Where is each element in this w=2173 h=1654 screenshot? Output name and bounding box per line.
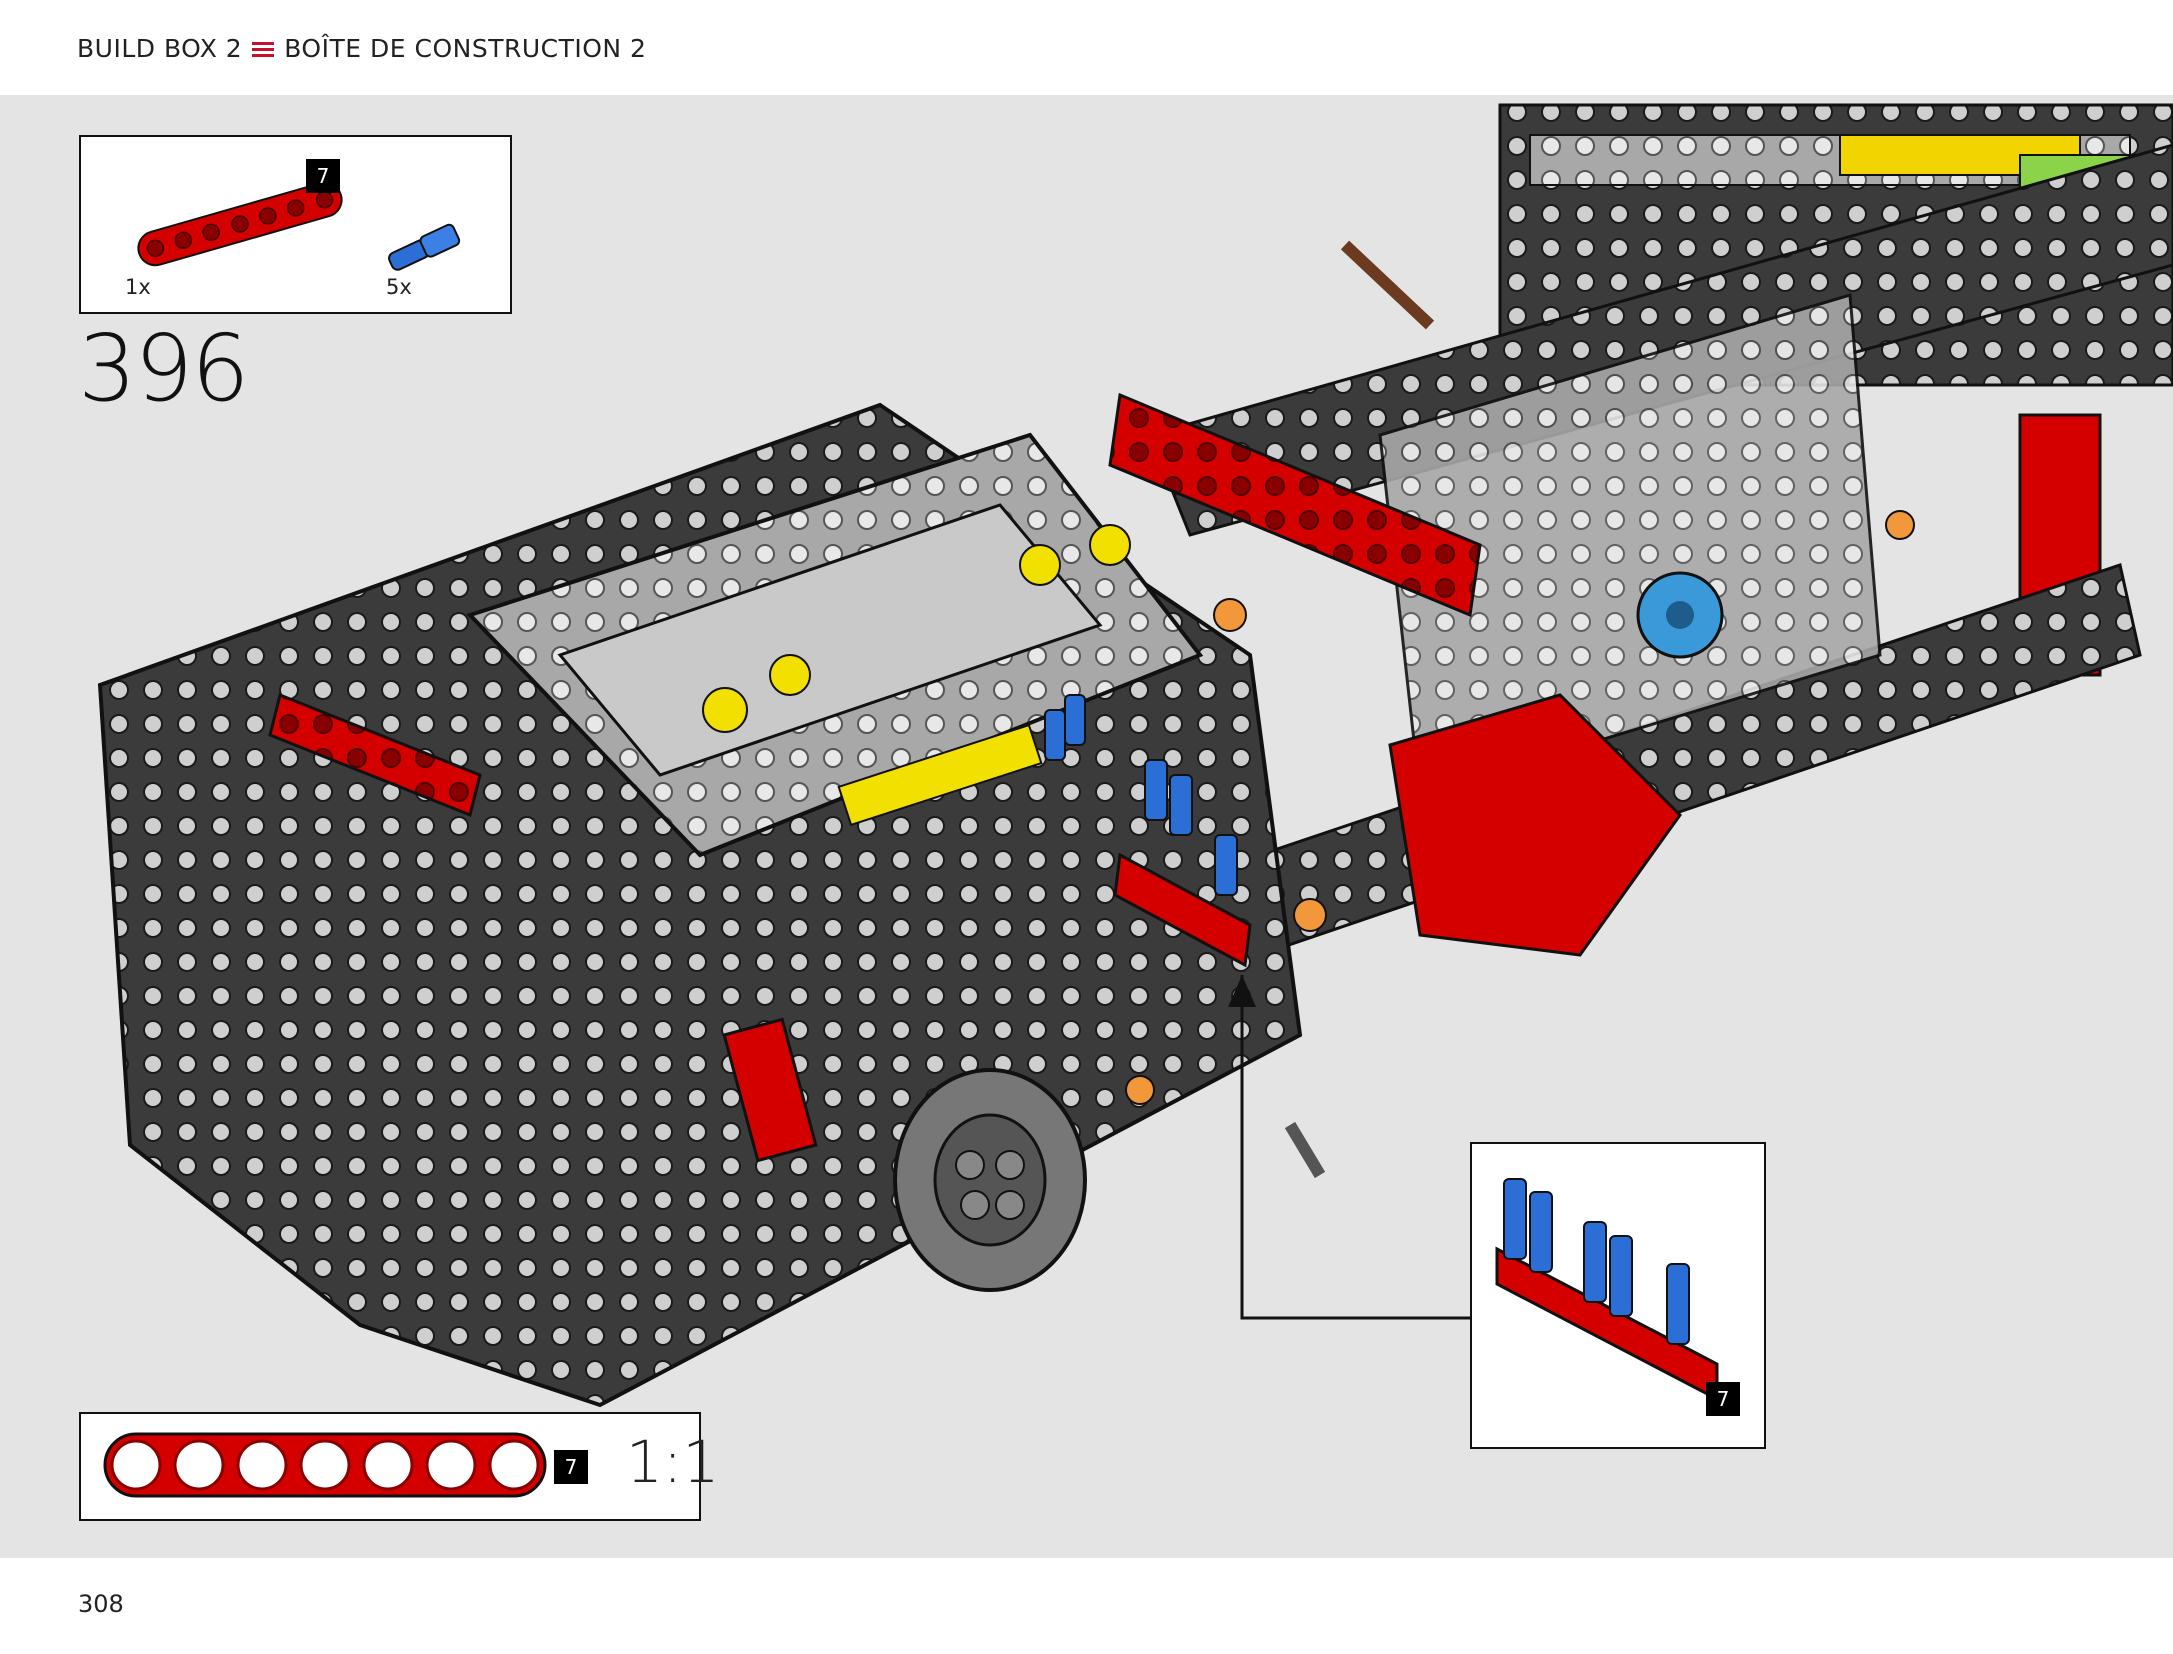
page-number: 308: [78, 1590, 124, 1618]
red-beam-part-icon: [137, 181, 343, 267]
blue-pin-part-icon: [388, 223, 461, 271]
placed-red-beam: [1113, 852, 1252, 968]
engine-top: [557, 503, 1103, 777]
build-stage: 7 1x 5x 396 7: [0, 95, 2173, 1558]
red-beam: [268, 692, 482, 818]
callout-leader: [1240, 975, 1472, 1320]
separator-icon: [252, 41, 275, 58]
red-beam-scale-icon: [103, 1432, 547, 1498]
cross-beam-mid: [1378, 293, 1882, 797]
red-beam-with-pins-icon: [1495, 1178, 1719, 1402]
part-quantity: 5x: [386, 275, 412, 299]
scale-ruler-box: 7 1:1: [79, 1412, 719, 1521]
red-mount: [1388, 693, 1682, 957]
parts-list-box: 7 1x 5x: [79, 135, 512, 314]
page-header: BUILD BOX 2 BOÎTE DE CONSTRUCTION 2: [0, 0, 2173, 95]
step-number: 396: [78, 315, 250, 422]
arrow-up-icon: [1228, 975, 1256, 1007]
length-badge: 7: [306, 159, 340, 193]
subassembly-callout: 7: [1470, 1142, 1766, 1449]
header-title: BUILD BOX 2 BOÎTE DE CONSTRUCTION 2: [77, 34, 646, 63]
brake-disc: [893, 1068, 1087, 1292]
length-badge: 7: [554, 1450, 588, 1484]
part-quantity: 1x: [125, 275, 151, 299]
header-title-en: BUILD BOX 2: [77, 34, 243, 63]
scale-label: 1:1: [626, 1428, 720, 1496]
red-beam: [1108, 392, 1482, 618]
header-title-fr: BOÎTE DE CONSTRUCTION 2: [284, 34, 647, 63]
page-footer: 308: [0, 1558, 2173, 1654]
length-badge: 7: [1706, 1382, 1740, 1416]
shock-absorber: [722, 1017, 818, 1163]
chassis-model-illustration: [97, 103, 2173, 1408]
